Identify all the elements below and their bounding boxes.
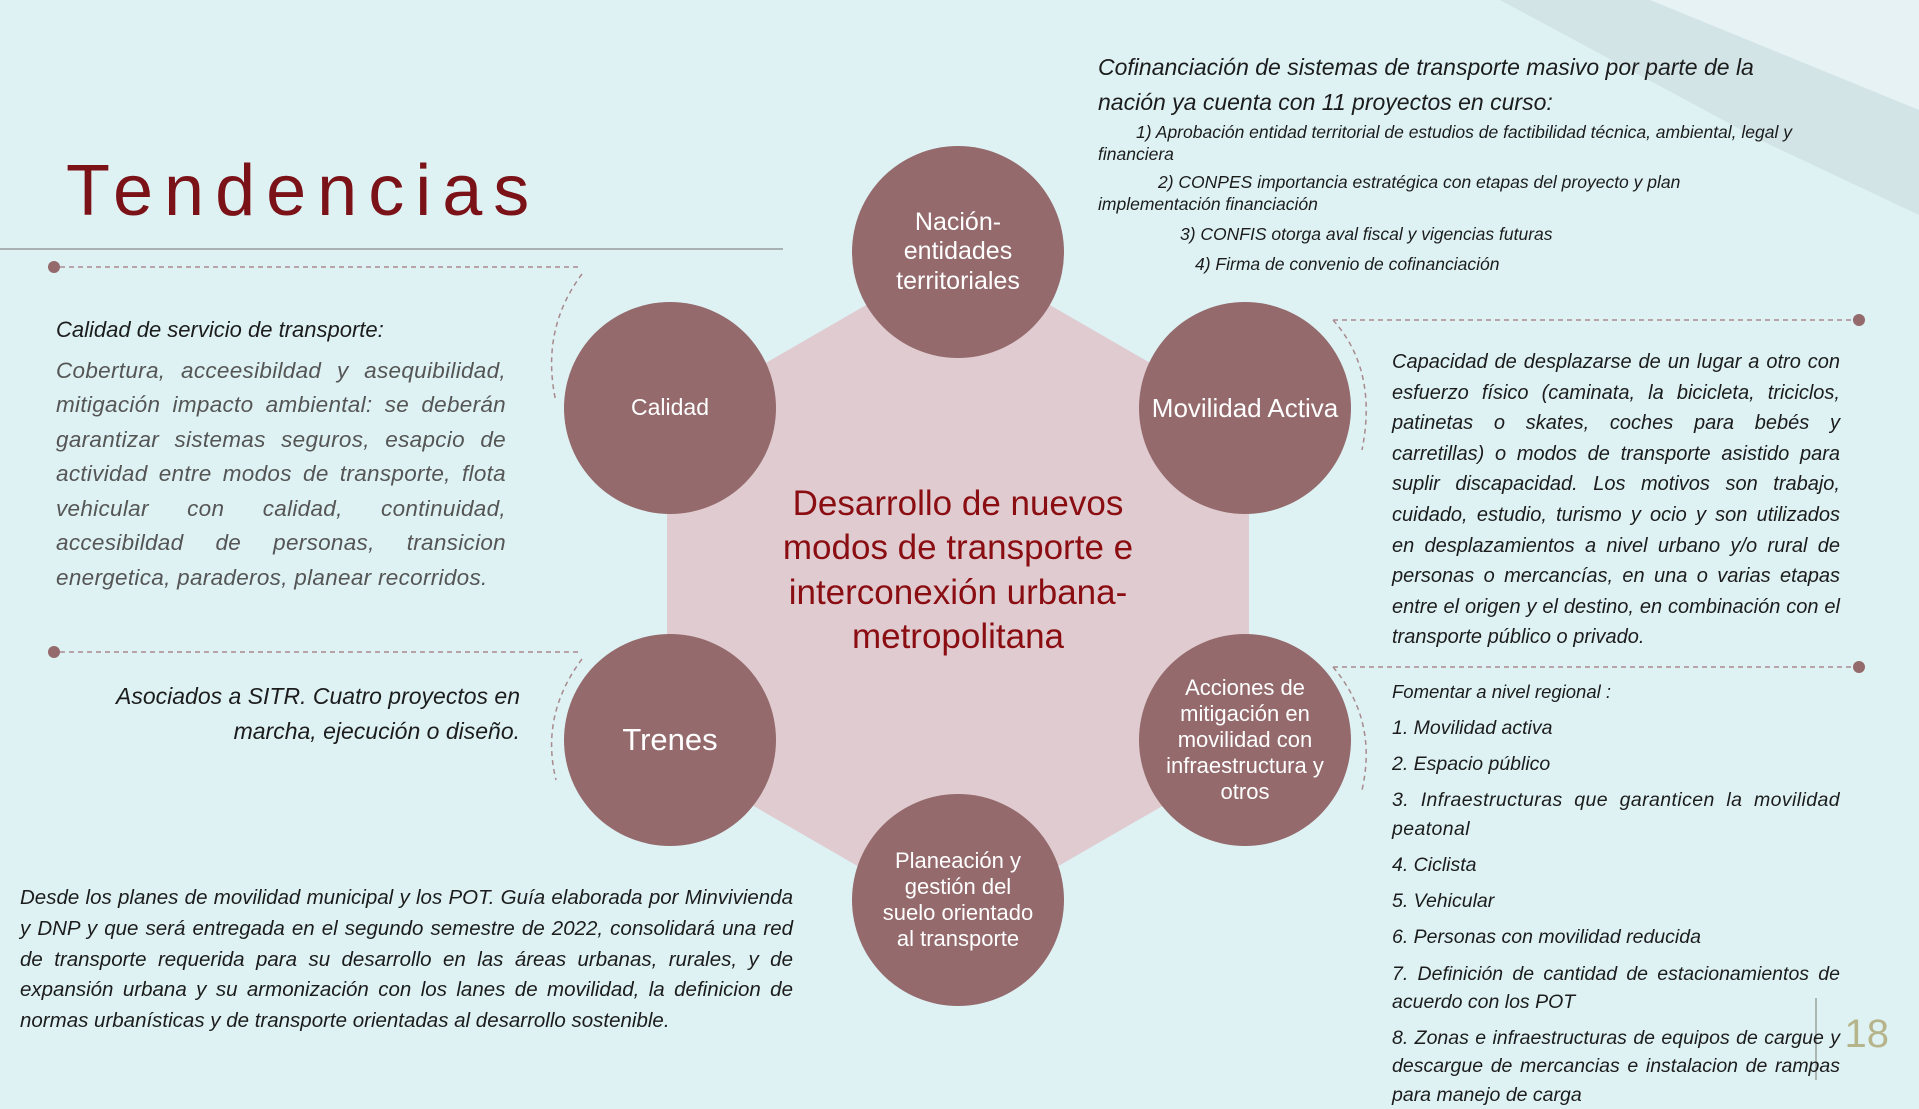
cofinanciacion-item: 1) Aprobación entidad territorial de est… [1098, 122, 1792, 165]
movilidad-activa-description: Capacidad de desplazarse de un lugar a o… [1392, 351, 1840, 649]
cofinanciacion-item: 2) CONPES importancia estratégica con et… [1098, 172, 1681, 215]
central-hexagon [667, 252, 1249, 924]
connector-dot [1853, 661, 1865, 673]
connector-arc [1332, 666, 1367, 791]
connector-dot [48, 646, 60, 658]
node-planeacion: Planeación y gestión del suelo orientado… [852, 794, 1064, 1006]
calidad-body: Cobertura, acceesibildad y asequibilidad… [56, 358, 506, 590]
fomentar-item: 2. Espacio público [1392, 753, 1551, 776]
node-acciones-mitigacion: Acciones de mitigación en movilidad con … [1139, 634, 1351, 846]
node-acciones-label: Acciones de mitigación en movilidad con … [1166, 675, 1324, 804]
node-movilidad-activa: Movilidad Activa [1139, 302, 1351, 514]
page-title: Tendencias [66, 151, 541, 231]
trenes-description: Asociados a SITR. Cuatro proyectos en ma… [116, 683, 520, 745]
connector-arc [1332, 319, 1367, 451]
diagram-background [0, 0, 1919, 1080]
cofinanciacion-item: 3) CONFIS otorga aval fiscal y vigencias… [1180, 224, 1553, 245]
cofinanciacion-block: Cofinanciación de sistemas de transporte… [1098, 50, 1818, 275]
corner-decoration-inner [1650, 0, 1919, 110]
fomentar-item: 7. Definición de cantidad de estacionami… [1392, 962, 1840, 1013]
node-calidad-label: Calidad [631, 394, 709, 421]
fomentar-item: 1. Movilidad activa [1392, 716, 1553, 739]
node-nacion-label: Nación-entidades territoriales [896, 207, 1020, 295]
node-trenes-label: Trenes [622, 721, 718, 757]
page-number: 18 [1844, 1012, 1890, 1056]
connector-dot [1853, 314, 1865, 326]
calidad-heading: Calidad de servicio de transporte: [56, 317, 384, 342]
node-nacion: Nación-entidades territoriales [852, 146, 1064, 358]
fomentar-item: 5. Vehicular [1392, 890, 1495, 913]
cofinanciacion-heading: Cofinanciación de sistemas de transporte… [1098, 54, 1754, 115]
hub-title: Desarrollo de nuevos modos de transporte… [782, 484, 1134, 657]
fomentar-item: 6. Personas con movilidad reducida [1392, 926, 1701, 949]
planes-description: Desde los planes de movilidad municipal … [20, 886, 793, 1032]
connector-dot [48, 261, 60, 273]
node-trenes: Trenes [564, 634, 776, 846]
node-movilidad-label: Movilidad Activa [1151, 392, 1339, 423]
fomentar-heading: Fomentar a nivel regional : [1392, 681, 1612, 702]
fomentar-item: 4. Ciclista [1392, 853, 1477, 876]
connector-arc [550, 273, 583, 403]
fomentar-item: 3. Infraestructuras que garanticen la mo… [1392, 789, 1840, 840]
node-planeacion-label: Planeación y gestión del suelo orientado… [882, 848, 1034, 951]
connector-arc [550, 658, 583, 781]
fomentar-item: 8. Zonas e infraestructuras de equipos d… [1392, 1027, 1840, 1106]
cofinanciacion-item: 4) Firma de convenio de cofinanciación [1195, 254, 1500, 275]
node-calidad: Calidad [564, 302, 776, 514]
fomentar-block: Fomentar a nivel regional : 1. Movilidad… [1392, 679, 1840, 1109]
